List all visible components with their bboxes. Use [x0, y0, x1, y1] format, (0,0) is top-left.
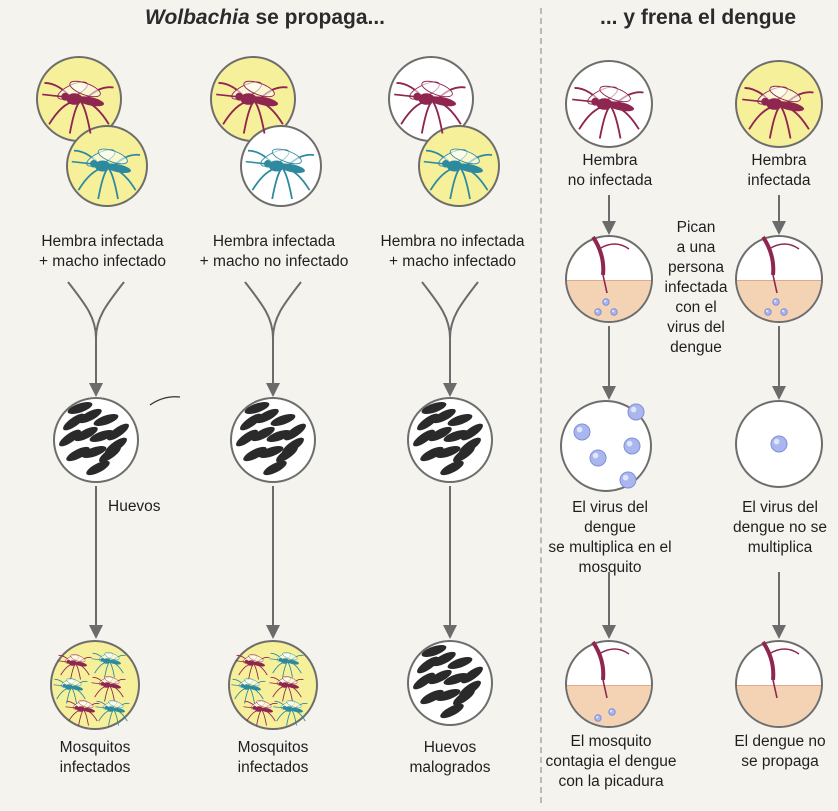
small-mosquito — [91, 675, 125, 702]
virus-particle — [765, 309, 771, 315]
virus-particle — [609, 709, 615, 715]
virus-particle — [773, 299, 779, 305]
small-mosquito — [243, 699, 277, 726]
small-mosquito — [91, 651, 125, 678]
virus-particle — [595, 715, 601, 721]
male-mosquito — [246, 146, 314, 199]
merge-arrow — [68, 282, 124, 390]
female-mosquito — [572, 83, 643, 138]
female-mosquito — [42, 78, 113, 133]
small-mosquito — [269, 675, 303, 702]
small-mosquito — [65, 699, 99, 726]
male-mosquito — [424, 146, 492, 199]
small-mosquito — [57, 653, 91, 680]
mosquito-proboscis — [763, 237, 799, 293]
small-mosquito — [269, 651, 303, 678]
small-mosquito — [95, 699, 129, 726]
mosquito-proboscis — [593, 642, 629, 698]
merge-arrow — [245, 282, 301, 390]
female-mosquito — [394, 78, 465, 133]
virus-particle — [781, 309, 787, 315]
virus-particle — [624, 438, 640, 454]
egg-cluster — [411, 400, 485, 478]
mosquito-proboscis — [593, 237, 629, 293]
female-mosquito — [742, 83, 813, 138]
stray-mark — [150, 397, 180, 405]
merge-arrow — [422, 282, 478, 390]
virus-particle — [620, 472, 636, 488]
virus-particle — [611, 309, 617, 315]
egg-cluster — [411, 643, 485, 721]
virus-particle — [603, 299, 609, 305]
virus-particle — [771, 436, 787, 452]
small-mosquito — [235, 653, 269, 680]
small-mosquito — [231, 677, 265, 704]
egg-cluster — [57, 400, 131, 478]
egg-cluster — [234, 400, 308, 478]
virus-particle — [574, 424, 590, 440]
virus-particle — [590, 450, 606, 466]
virus-particle — [595, 309, 601, 315]
small-mosquito — [53, 677, 87, 704]
virus-particle — [628, 404, 644, 420]
male-mosquito — [72, 146, 140, 199]
small-mosquito — [273, 699, 307, 726]
mosquito-proboscis — [763, 642, 799, 698]
female-mosquito — [216, 78, 287, 133]
